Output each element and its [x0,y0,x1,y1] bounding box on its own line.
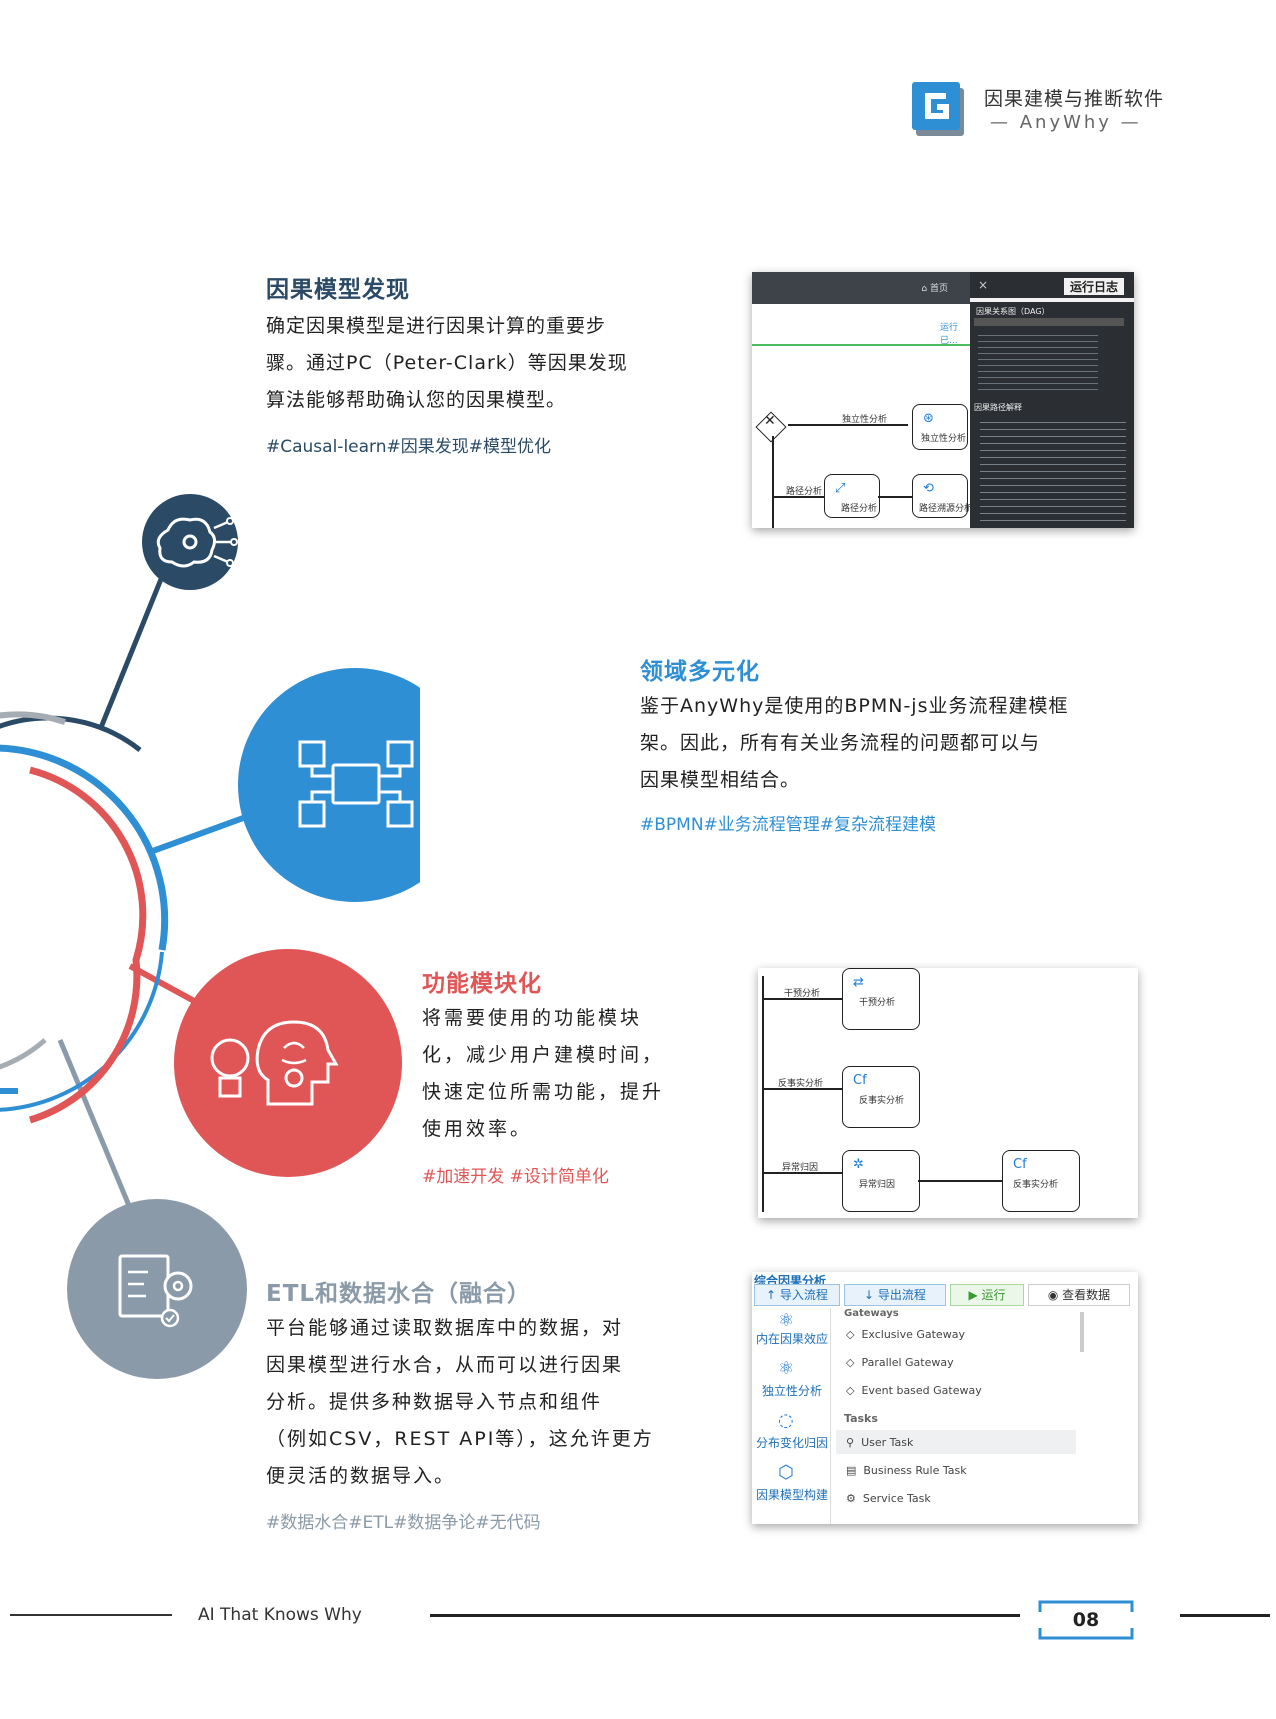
text-line: 便灵活的数据导入。 [266,1465,456,1487]
app-topbar: ⌂ 首页 [752,272,970,304]
log-title: 运行日志 [1063,278,1124,295]
page-number: 08 [1072,1609,1100,1631]
gateways-title: Gateways [844,1308,899,1319]
independence-icon: ⚛ [778,1358,795,1379]
section-body-domain: 鉴于AnyWhy是使用的BPMN-js业务流程建模框 架。因此，所有有关业务流程… [640,688,1100,799]
palette-item[interactable]: ⚙ Service Task [846,1492,931,1505]
section-body-causal-discovery: 确定因果模型是进行因果计算的重要步 骤。通过PC（Peter-Clark）等因果… [266,308,656,419]
palette-panel: Gateways ◇ Exclusive Gateway ◇ Parallel … [832,1308,1132,1524]
distribution-icon: ◌ [778,1410,794,1431]
palette-item[interactable]: ◇ Event based Gateway [846,1384,982,1397]
section-heading-causal-discovery: 因果模型发现 [266,277,410,303]
footer-slogan: AI That Knows Why [198,1605,362,1625]
progress-line [752,344,970,346]
section-body-etl: 平台能够通过读取数据库中的数据，对 因果模型进行水合，从而可以进行因果 分析。提… [266,1310,676,1495]
model-build-icon: ⬡ [778,1462,794,1483]
run-link[interactable]: 运行已... [940,323,959,346]
data-etl-icon [67,1199,247,1379]
bulb-brain-icon [174,949,402,1177]
nav-home[interactable]: ⌂ 首页 [921,284,948,294]
palette-item[interactable]: ◇ Exclusive Gateway [846,1328,965,1341]
text-line: 平台能够通过读取数据库中的数据，对 [266,1317,624,1339]
sidebar-item[interactable]: 独立性分析 [762,1384,823,1398]
text-line: （例如CSV，REST API等），这允许更方 [266,1428,654,1450]
flow-node[interactable]: ⟲路径溯源分析 [912,474,973,518]
palette-item[interactable]: ⚲ User Task [846,1436,914,1449]
arc-gray-top [0,711,66,725]
arc-gray-bottom [0,1038,47,1070]
text-line: 化，减少用户建模时间， [422,1044,665,1066]
text-line: 鉴于AnyWhy是使用的BPMN-js业务流程建模框 [640,695,1069,717]
connector-line [57,1039,138,1221]
flow-node[interactable]: ⤢路径分析 [824,474,880,518]
node-sidebar: ⚛ 内在因果效应 ⚛ 独立性分析 ◌ 分布变化归因 ⬡ 因果模型构建 [752,1308,830,1524]
accent-dash [0,1088,18,1094]
text-line: 将需要使用的功能模块 [422,1007,643,1029]
close-icon[interactable]: × [978,278,989,292]
connector-line [128,963,198,1005]
text-line: 使用效率。 [422,1118,533,1140]
section-heading-etl: ETL和数据水合（融合） [266,1281,532,1307]
run-button[interactable]: ▶ 运行 [950,1284,1024,1306]
gateway-x-icon: ✕ [764,413,776,429]
section-tags-etl: #数据水合#ETL#数据争论#无代码 [266,1513,541,1533]
flow-node[interactable]: ⇄干预分析 [842,968,920,1030]
edge-label: 反事实分析 [778,1079,824,1089]
edge-label: 路径分析 [786,487,823,497]
screenshot-etl: 综合因果分析 ↑ 导入流程 ↓ 导出流程 ▶ 运行 ◉ 查看数据 ⚛ 内在因果效… [752,1272,1138,1524]
footer-rule-right [1180,1614,1270,1617]
text-line: 确定因果模型是进行因果计算的重要步 [266,315,607,337]
edge-label: 独立性分析 [842,415,888,425]
feature-diagram [0,494,420,1379]
text-line: 因果模型进行水合，从而可以进行因果 [266,1354,624,1376]
text-line: 算法能够帮助确认您的因果模型。 [266,389,567,411]
arc-blue [0,744,169,951]
screenshot-causal-discovery: ⌂ 首页 运行已... ✕ 独立性分析 ⊛独立性分析 路径分析 ⤢路径分析 ⟲路… [752,272,1134,528]
path-label: 因果路径解释 [974,403,1022,412]
brand-subtitle: — AnyWhy — [990,112,1142,133]
sidebar-item[interactable]: 分布变化归因 [756,1436,829,1450]
section-tags-causal-discovery: #Causal-learn#因果发现#模型优化 [266,437,551,457]
palette-item-highlight [836,1430,1076,1454]
export-flow-button[interactable]: ↓ 导出流程 [844,1284,946,1306]
palette-item[interactable]: ◇ Parallel Gateway [846,1356,954,1369]
flow-node[interactable]: ✲异常归因 [842,1150,920,1212]
section-heading-domain: 领域多元化 [640,659,760,685]
footer-rule-left [10,1614,172,1616]
tasks-title: Tasks [844,1412,878,1425]
log-panel: × 运行日志 因果关系图（DAG） 因果路径解释 [970,272,1134,528]
edge-label: 干预分析 [784,989,821,999]
arc-red [28,766,147,1124]
brand-title: 因果建模与推断软件 [984,88,1165,110]
text-line: 架。因此，所有有关业务流程的问题都可以与 [640,732,1041,754]
palette-item[interactable]: ▤ Business Rule Task [846,1464,967,1477]
view-data-button[interactable]: ◉ 查看数据 [1028,1284,1130,1306]
section-tags-modular: #加速开发 #设计简单化 [422,1167,609,1187]
text-line: 骤。通过PC（Peter-Clark）等因果发现 [266,352,628,374]
scrollbar[interactable] [1080,1312,1084,1352]
sidebar-item[interactable]: 内在因果效应 [756,1332,829,1346]
section-body-modular: 将需要使用的功能模块 化，减少用户建模时间， 快速定位所需功能，提升 使用效率。 [422,1000,682,1148]
section-tags-domain: #BPMN#业务流程管理#复杂流程建模 [640,815,937,835]
anywhy-logo [912,82,964,136]
ai-brain-icon [142,494,238,590]
text-line: 因果模型相结合。 [640,769,801,791]
import-flow-button[interactable]: ↑ 导入流程 [754,1284,840,1306]
page-number-frame [1038,1600,1134,1640]
canvas-area: 运行已... ✕ 独立性分析 ⊛独立性分析 路径分析 ⤢路径分析 ⟲路径溯源分析 [752,304,973,528]
footer-rule-mid [430,1614,1020,1617]
module-chip-icon [238,668,420,902]
text-line: 快速定位所需功能，提升 [422,1081,665,1103]
effect-icon: ⚛ [778,1310,795,1331]
flow-node[interactable]: ⊛独立性分析 [912,404,968,450]
arc-navy [0,715,142,752]
edge-label: 异常归因 [782,1163,819,1173]
sidebar-item[interactable]: 因果模型构建 [756,1488,829,1502]
dag-label: 因果关系图（DAG） [976,307,1050,316]
section-heading-modular: 功能模块化 [422,971,542,997]
text-line: 分析。提供多种数据导入节点和组件 [266,1391,603,1413]
